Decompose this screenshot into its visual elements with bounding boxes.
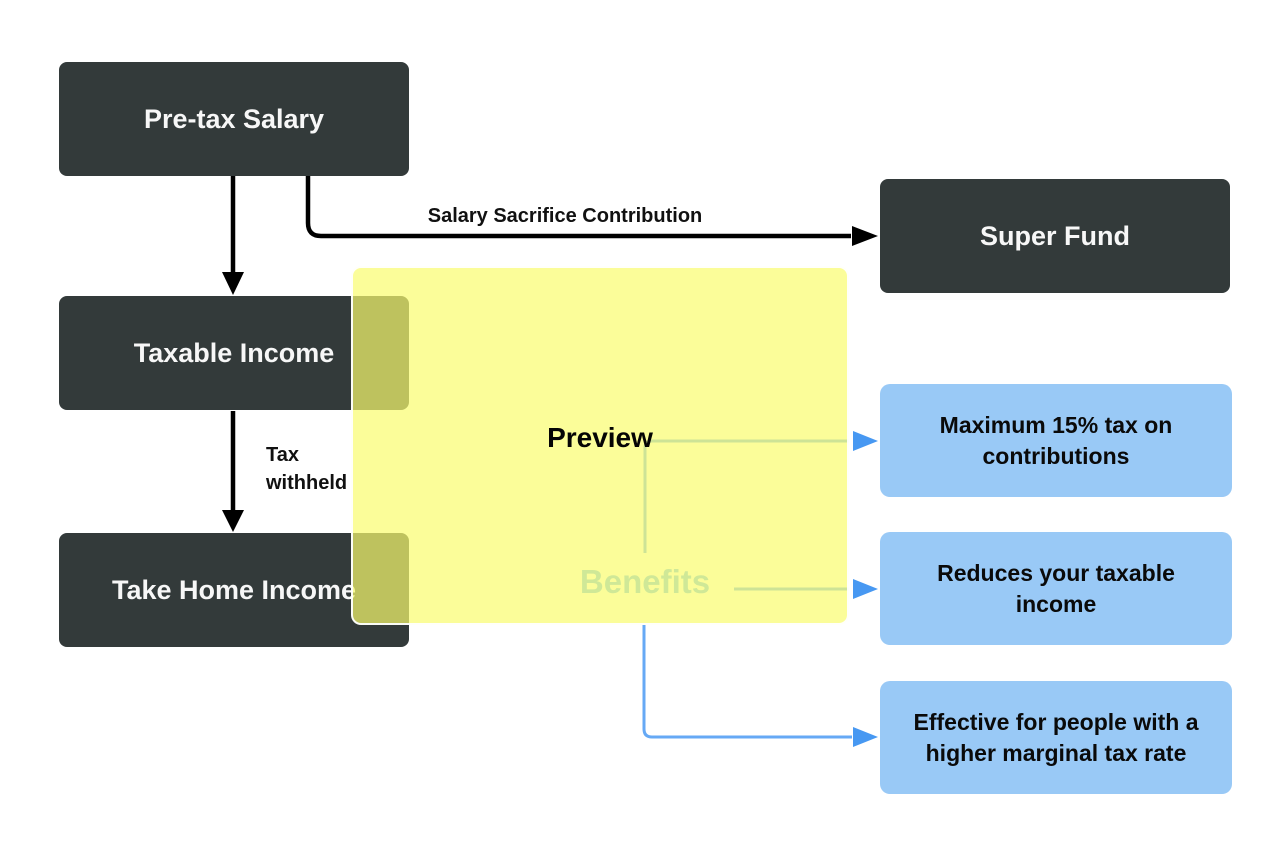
edge-pretax-to-superfund <box>305 176 851 239</box>
edge-benefits-to-benefit3 <box>642 625 852 739</box>
node-benefit-reduces-taxable-income: Reduces your taxable income <box>880 532 1232 645</box>
edge-taxable-to-takehome-arrowhead <box>222 510 244 532</box>
edge-pretax-to-taxable-arrowhead <box>222 272 244 295</box>
benefit-box-label: Effective for people with a higher margi… <box>913 708 1199 766</box>
node-benefit-higher-marginal-tax-rate: Effective for people with a higher margi… <box>880 681 1232 794</box>
edge-benefits-to-benefit3-arrowhead <box>853 727 878 747</box>
node-super-fund: Super Fund <box>880 179 1230 293</box>
node-taxable-income-label: Taxable Income <box>133 337 335 368</box>
edge-pretax-to-superfund-arrowhead <box>852 226 878 246</box>
node-take-home-income-label: Take Home Income <box>111 574 357 605</box>
benefit-box-label: Maximum 15% tax on contributions <box>939 411 1173 469</box>
node-taxable-income: Taxable Income <box>59 296 409 410</box>
node-benefit-max-15-percent-tax: Maximum 15% tax on contributions <box>880 384 1232 497</box>
node-take-home-income: Take Home Income <box>59 533 409 647</box>
edge-benefits-to-benefit1-arrowhead <box>853 431 878 451</box>
edge-label-salary-sacrifice-contribution: Salary Sacrifice Contribution <box>427 205 703 227</box>
node-super-fund-label: Super Fund <box>980 220 1130 251</box>
edge-label-tax-withheld: Tax withheld <box>266 444 348 494</box>
benefit-box-label: Reduces your taxable income <box>937 559 1175 617</box>
node-pretax-salary: Pre-tax Salary <box>59 62 409 176</box>
node-pretax-salary-label: Pre-tax Salary <box>143 103 325 134</box>
edge-benefits-to-benefit2-arrowhead <box>853 579 878 599</box>
preview-overlay-label: Preview <box>547 422 653 453</box>
preview-overlay: Preview <box>351 266 849 625</box>
